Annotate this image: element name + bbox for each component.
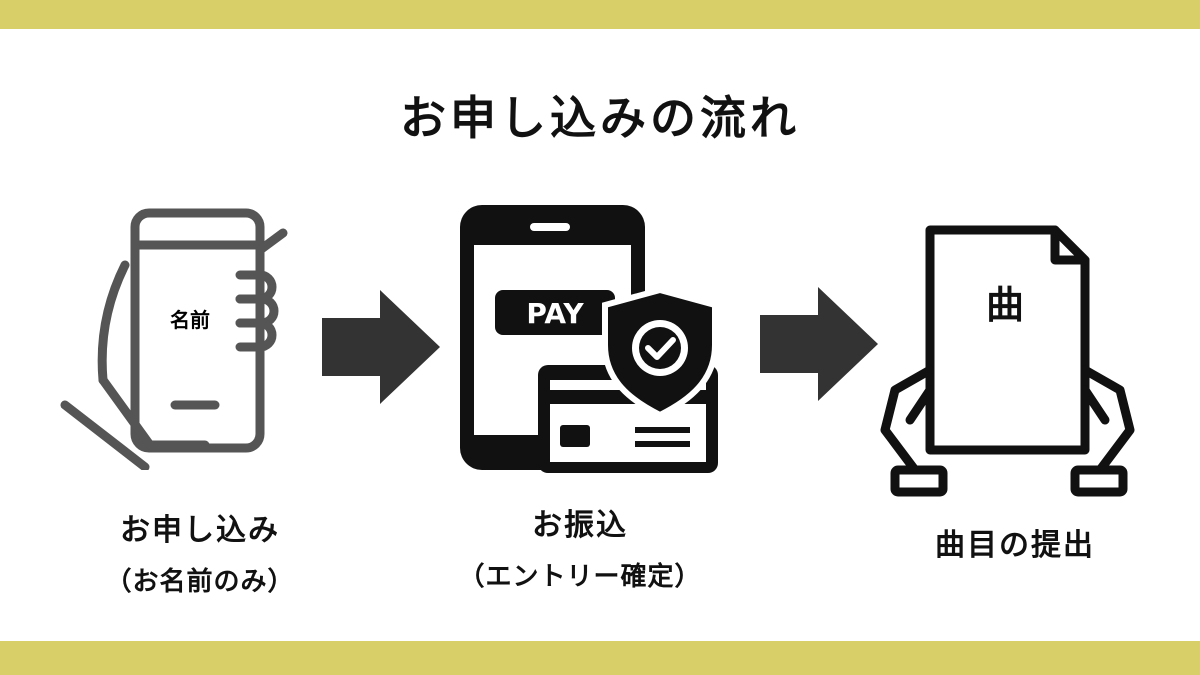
payment-phone-icon: PAY (460, 205, 718, 473)
bottom-accent-bar (0, 641, 1200, 675)
step-sublabel: （お名前のみ） (105, 567, 295, 597)
arrow-right-icon (322, 290, 440, 404)
pay-label: PAY (526, 297, 584, 330)
step-label: お振込 (532, 508, 628, 543)
step-submit-songs: 曲目の提出 (880, 520, 1150, 564)
page-title: お申し込みの流れ (400, 91, 800, 145)
step-sublabel: （エントリー確定） (458, 562, 702, 592)
step-apply: お申し込み （お名前のみ） (60, 505, 340, 598)
document-hands-icon: 曲 (880, 225, 1135, 497)
step-payment: お振込 （エントリー確定） (420, 500, 740, 593)
arrow-right-icon (760, 287, 878, 401)
step-label: 曲目の提出 (935, 528, 1095, 563)
hand-phone-icon: 名前 (60, 208, 288, 470)
icon-label-song: 曲 (986, 282, 1024, 327)
top-accent-bar (0, 0, 1200, 29)
step-label: お申し込み (120, 513, 280, 548)
icon-label-name: 名前 (170, 308, 210, 332)
